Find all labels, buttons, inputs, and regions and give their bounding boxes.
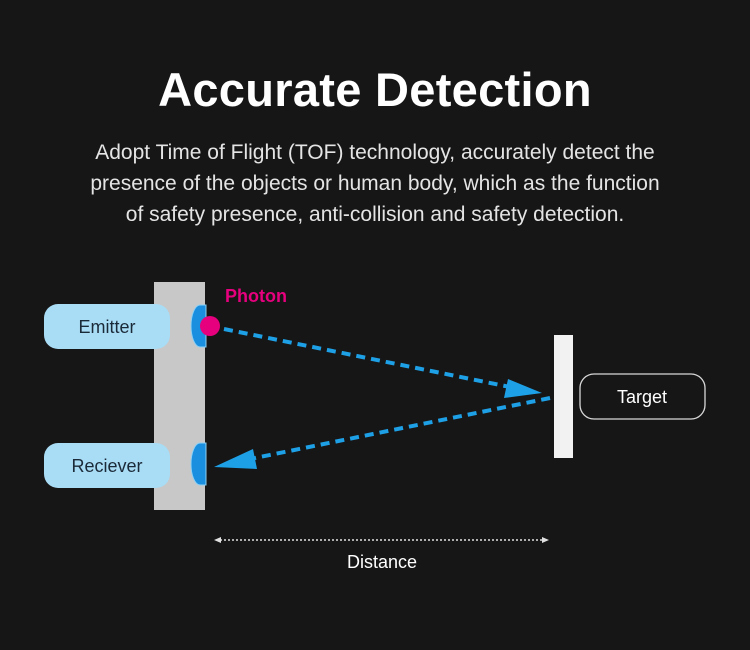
target-plate — [554, 335, 573, 458]
distance-label: Distance — [347, 552, 417, 572]
target-label: Target — [617, 387, 667, 407]
receiver-label: Reciever — [71, 456, 142, 476]
description: Adopt Time of Flight (TOF) technology, a… — [30, 137, 720, 230]
emitter-lens — [190, 304, 207, 348]
target-box: Target — [579, 373, 706, 420]
outgoing-arrowhead — [504, 379, 542, 398]
receiver-lens — [190, 442, 207, 486]
description-line-3: of safety presence, anti-collision and s… — [125, 203, 625, 226]
description-line-1: Adopt Time of Flight (TOF) technology, a… — [95, 141, 655, 164]
receiver-box: Reciever — [44, 443, 170, 488]
photon-dot — [200, 316, 220, 336]
return-beam — [249, 396, 551, 461]
photon-label: Photon — [225, 286, 287, 306]
distance-arrow-right — [542, 537, 549, 543]
return-arrowhead — [214, 449, 257, 469]
emitter-label: Emitter — [78, 317, 135, 337]
outgoing-beam — [223, 327, 516, 390]
distance-indicator: Distance — [214, 537, 549, 572]
distance-arrow-left — [214, 537, 221, 543]
page-title: Accurate Detection — [158, 63, 592, 116]
emitter-box: Emitter — [44, 304, 170, 349]
description-line-2: presence of the objects or human body, w… — [90, 172, 660, 195]
